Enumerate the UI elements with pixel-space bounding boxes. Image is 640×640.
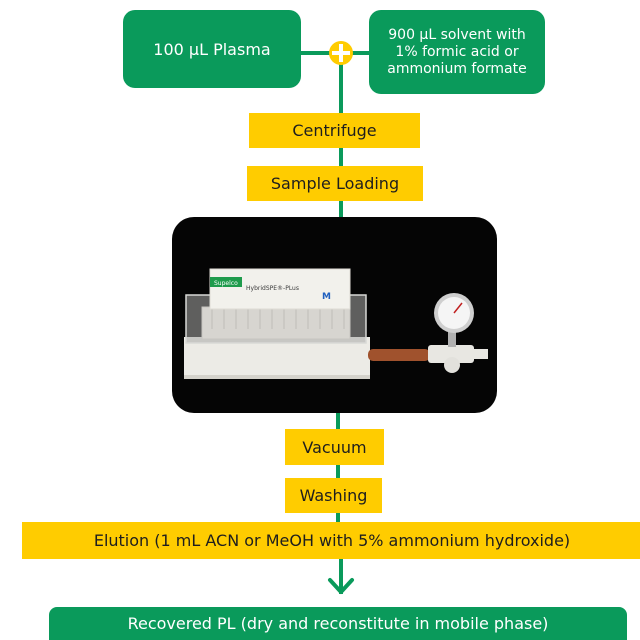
connector-plus-solvent xyxy=(351,51,371,55)
step-elution: Elution (1 mL ACN or MeOH with 5% ammoni… xyxy=(22,522,640,559)
valve-body xyxy=(428,345,474,363)
recovered-label: Recovered PL (dry and reconstitute in mo… xyxy=(127,614,549,633)
flow-line-top xyxy=(339,63,343,115)
step-washing: Washing xyxy=(285,478,382,513)
flow-line-washing-elution xyxy=(336,512,340,523)
step-centrifuge-label: Centrifuge xyxy=(292,121,377,140)
valve-knob-icon xyxy=(444,357,460,373)
chevron-down-icon xyxy=(328,578,354,594)
step-vacuum-label: Vacuum xyxy=(302,437,367,457)
plus-icon xyxy=(329,41,353,65)
step-elution-label: Elution (1 mL ACN or MeOH with 5% ammoni… xyxy=(93,531,571,550)
step-centrifuge: Centrifuge xyxy=(249,113,420,148)
plasma-label: 100 µL Plasma xyxy=(153,39,271,59)
step-sample-loading-label: Sample Loading xyxy=(270,174,400,193)
flow-line-centrifuge-loading xyxy=(339,147,343,168)
flow-line-elution-arrow xyxy=(339,558,343,594)
recovered-output-box: Recovered PL (dry and reconstitute in mo… xyxy=(49,607,627,640)
solvent-input-box: 900 µL solvent with 1% formic acid or am… xyxy=(369,10,545,94)
vacuum-tubing xyxy=(368,349,430,361)
plate-wells xyxy=(211,309,345,329)
flow-line-photo-vacuum xyxy=(336,412,340,430)
flow-line-vacuum-washing xyxy=(336,464,340,479)
manifold-base xyxy=(184,337,370,379)
valve-outlet xyxy=(474,349,488,359)
step-washing-label: Washing xyxy=(299,486,368,505)
solvent-label-line2: 1% formic acid or xyxy=(395,43,519,60)
gauge-needle xyxy=(453,302,463,314)
plasma-input-box: 100 µL Plasma xyxy=(123,10,301,88)
spe-plate-green-band xyxy=(210,277,242,287)
collection-plate xyxy=(201,306,351,340)
spe-plate xyxy=(209,268,351,310)
flow-line-loading-photo xyxy=(339,200,343,218)
manifold-base-edge xyxy=(184,375,370,379)
solvent-label-line3: ammonium formate xyxy=(387,60,527,77)
brand-logo-icon: M xyxy=(322,292,331,302)
spe-plate-tag: Supelco xyxy=(214,280,238,287)
step-sample-loading: Sample Loading xyxy=(247,166,423,201)
step-vacuum: Vacuum xyxy=(285,429,384,465)
connector-plasma-plus xyxy=(299,51,331,55)
spe-plate-brand: HybridSPE®-PLus xyxy=(246,285,299,292)
gauge-stem xyxy=(448,323,456,347)
solvent-label-line1: 900 µL solvent with xyxy=(388,26,526,43)
spe-apparatus-illustration: Supelco HybridSPE®-PLus M xyxy=(184,268,488,379)
spe-apparatus-photo: Supelco HybridSPE®-PLus M xyxy=(172,217,497,413)
